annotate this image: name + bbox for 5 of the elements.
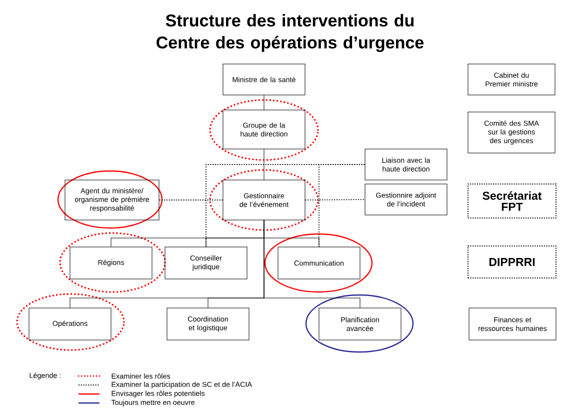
dotted-box: DIPPRRI <box>468 246 556 278</box>
title: Structure des interventions du Centre des opérations d’urgence <box>156 14 424 52</box>
connector-line <box>264 220 360 308</box>
dotted-box: Secrétariat FPT <box>468 184 556 218</box>
connector-line <box>304 199 366 200</box>
